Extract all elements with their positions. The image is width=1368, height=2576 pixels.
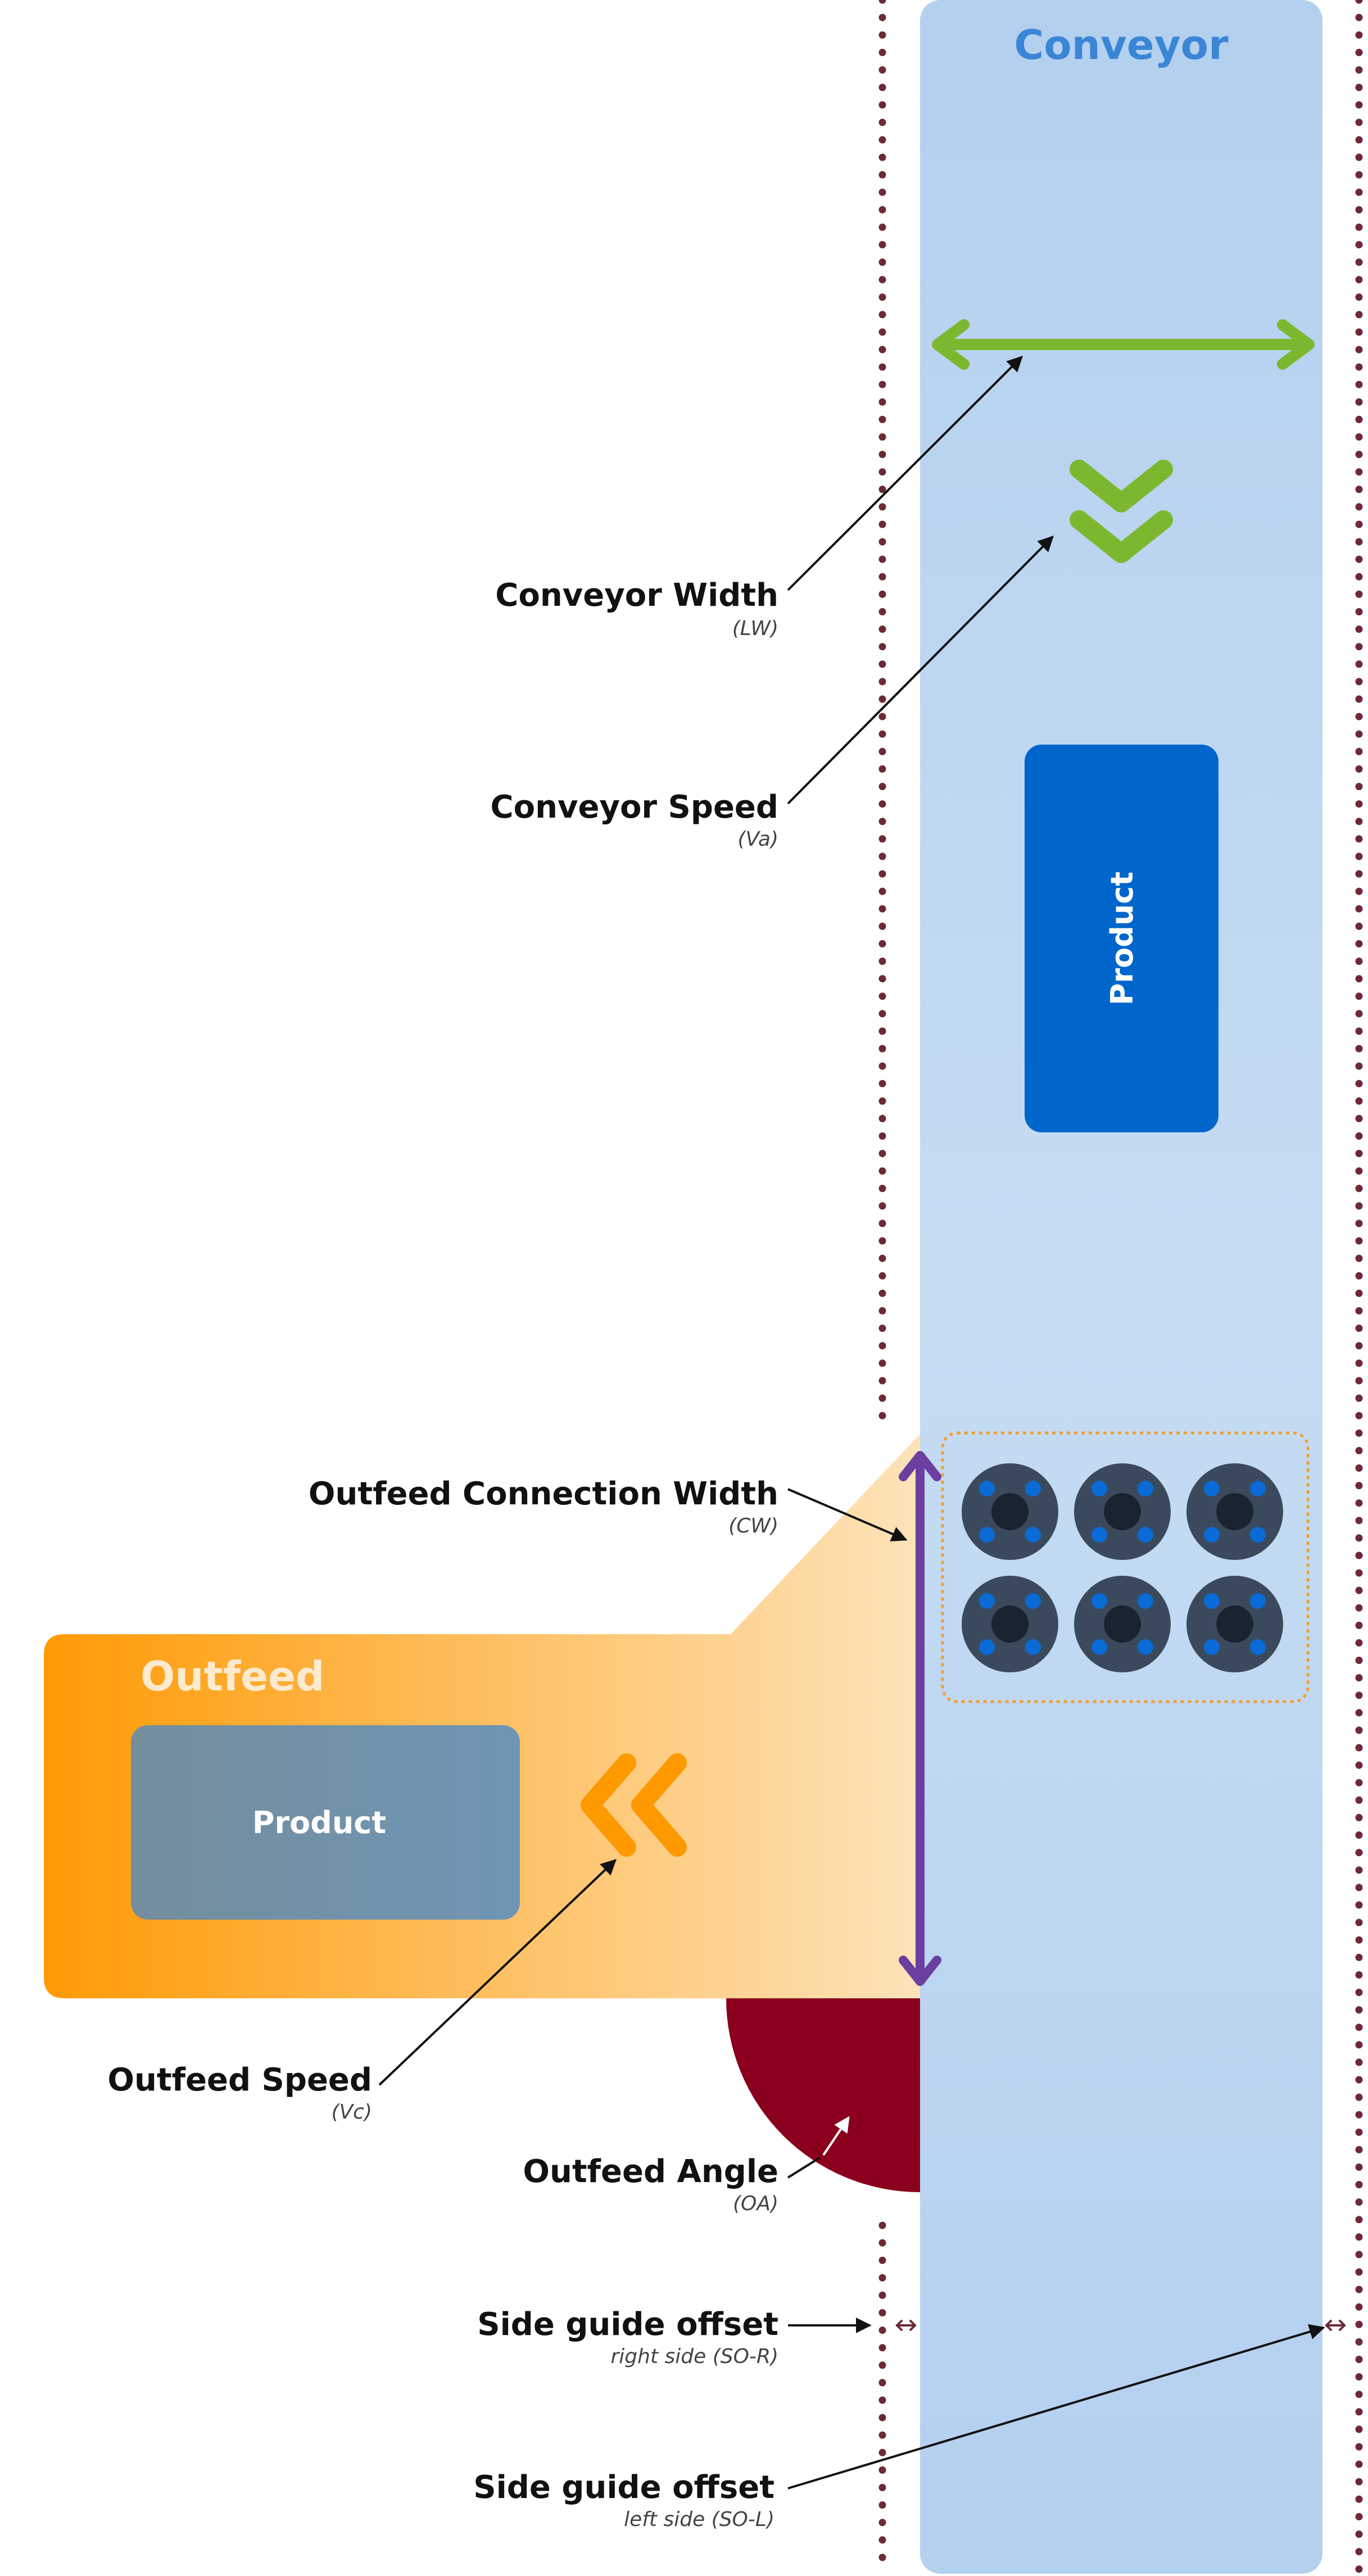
label-outfeed-speed-code: (Vc)	[331, 2101, 372, 2124]
label-outfeed-speed: Outfeed Speed (Vc)	[107, 2062, 372, 2124]
double-chevron-down-icon	[1070, 460, 1173, 563]
outfeed-product: Product	[131, 1725, 520, 1920]
label-connection-width-code: (CW)	[728, 1514, 778, 1538]
outfeed-angle-sector	[726, 1998, 920, 2192]
label-conveyor-speed-code: (Va)	[738, 828, 778, 851]
leader-lines	[378, 356, 1325, 2489]
label-conveyor-speed: Conveyor Speed (Va)	[491, 789, 778, 851]
label-side-guide-right-title: Side guide offset	[477, 2306, 778, 2343]
side-guide-offset-right-marker	[895, 2320, 917, 2331]
label-side-guide-right: Side guide offset right side (SO-R)	[477, 2306, 778, 2368]
label-connection-width-title: Outfeed Connection Width	[309, 1476, 778, 1512]
leader-conveyor-width	[787, 356, 1023, 591]
conveyor-product: Product	[1025, 745, 1218, 1132]
label-conveyor-width-code: (LW)	[732, 617, 778, 640]
side-guide-offset-left-marker	[1325, 2320, 1346, 2331]
conveyor-belt	[920, 0, 1322, 2574]
outfeed-product-label: Product	[252, 1805, 386, 1840]
label-outfeed-angle-code: (OA)	[733, 2192, 778, 2215]
label-side-guide-left: Side guide offset left side (SO-L)	[473, 2469, 774, 2531]
label-side-guide-left-title: Side guide offset	[473, 2469, 774, 2506]
roller-icon	[962, 1463, 1058, 1560]
roller-icon	[1074, 1463, 1171, 1560]
label-conveyor-speed-title: Conveyor Speed	[491, 789, 778, 826]
conveyor-product-label: Product	[1104, 872, 1140, 1005]
label-outfeed-speed-title: Outfeed Speed	[107, 2062, 372, 2098]
label-conveyor-width: Conveyor Width (LW)	[495, 577, 778, 640]
horizontal-double-arrow-icon	[932, 319, 1315, 370]
leader-outfeed-speed	[378, 1859, 617, 2086]
leader-outfeed-angle	[787, 2157, 821, 2179]
label-outfeed-connection-width: Outfeed Connection Width (CW)	[309, 1476, 778, 1538]
roller-icon	[1186, 1576, 1283, 1672]
outfeed-angle-arrow	[822, 2116, 850, 2156]
leader-connection-width	[787, 1488, 908, 1541]
roller-grid	[962, 1463, 1283, 1672]
roller-icon	[1186, 1463, 1283, 1560]
vertical-double-arrow-icon	[899, 1451, 941, 1986]
roller-module-frame	[941, 1431, 1310, 1703]
roller-icon	[1074, 1576, 1171, 1672]
label-outfeed-angle-title: Outfeed Angle	[523, 2153, 778, 2190]
label-conveyor-width-title: Conveyor Width	[495, 577, 778, 614]
leader-side-guide-left	[787, 2324, 1325, 2489]
label-side-guide-right-code: right side (SO-R)	[610, 2345, 778, 2368]
conveyor-title: Conveyor	[1014, 21, 1229, 69]
outfeed-title: Outfeed	[141, 1653, 324, 1700]
double-chevron-left-icon	[581, 1753, 687, 1857]
leader-conveyor-speed	[787, 536, 1054, 805]
label-outfeed-angle: Outfeed Angle (OA)	[523, 2153, 778, 2215]
label-side-guide-left-code: left side (SO-L)	[624, 2508, 774, 2531]
roller-icon	[962, 1576, 1058, 1672]
